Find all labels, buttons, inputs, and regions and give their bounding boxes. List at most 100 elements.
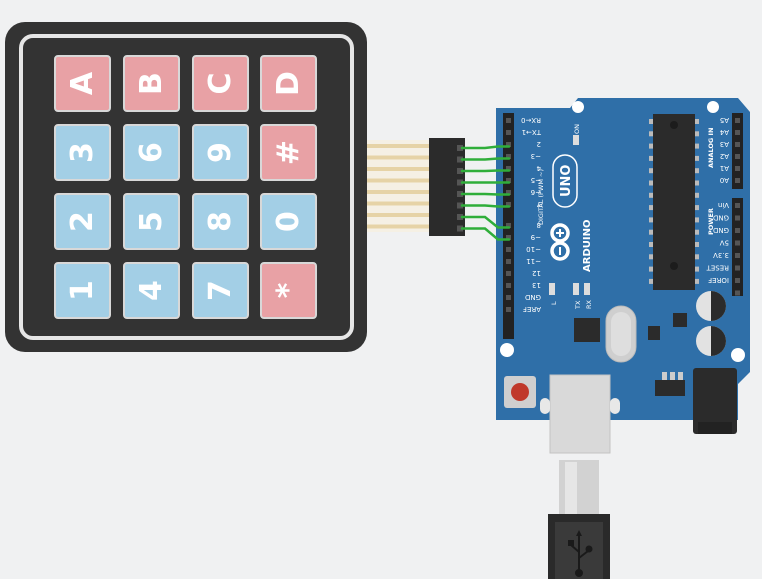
keypad-key-face [54,193,111,250]
digital-pin-label: ~6 [530,188,541,196]
header-pin[interactable] [735,154,740,159]
chip-pin [695,119,699,124]
keypad-key-label: C [203,72,238,94]
keypad-key-face [54,262,111,319]
header-pin[interactable] [735,253,740,258]
keypad-key-label: 5 [134,211,169,232]
header-pin[interactable] [506,295,511,300]
jumper-wire[interactable] [460,204,511,208]
header-pin[interactable] [506,283,511,288]
reset-button[interactable] [504,376,536,408]
keypad-key[interactable]: 0 [260,193,317,250]
keypad-key[interactable]: 2 [54,193,111,250]
analog-pin-label: A2 [720,152,729,160]
dc-power-jack [693,368,737,434]
header-pin[interactable] [735,166,740,171]
keypad-key-label: # [271,140,306,165]
keypad-key-label: 2 [65,211,100,232]
connector-pin [457,168,463,174]
connector-pin [457,225,463,232]
header-pin[interactable] [735,130,740,135]
header-pin[interactable] [735,215,740,221]
digital-pin-label: GND [525,293,541,301]
header-pin[interactable] [506,247,511,252]
header-pin[interactable] [735,278,740,283]
jumper-wire[interactable] [460,192,511,196]
keypad-key[interactable]: C [192,55,249,112]
keypad-key[interactable]: 6 [123,124,180,181]
power-pin-label: Vin [718,201,729,209]
keypad-key[interactable]: 3 [54,124,111,181]
usb-metal-highlight [565,462,577,514]
keypad-key[interactable]: * [260,262,317,319]
header-pin[interactable] [735,290,740,296]
keypad-key[interactable]: 8 [192,193,249,250]
jumper-wire[interactable] [460,215,511,229]
ribbon-body [367,140,429,232]
power-pin-label: RESET [706,264,729,272]
connector-pin [457,202,463,209]
header-pin[interactable] [506,307,511,312]
header-pin[interactable] [506,259,511,264]
power-pin-label: 5V [720,239,729,247]
keypad-key[interactable]: 7 [192,262,249,319]
jumper-wire[interactable] [460,227,511,241]
chip-pin [649,254,653,260]
header-pin[interactable] [506,154,511,159]
ribbon-trace [367,224,429,229]
keypad-key[interactable]: 9 [192,124,249,181]
rx-led-label: RX [585,299,593,309]
header-pin[interactable] [506,178,511,183]
atmega-chip [653,114,695,290]
keypad-key[interactable]: D [260,55,317,112]
keypad-key[interactable]: B [123,55,180,112]
header-pin[interactable] [506,118,511,123]
ribbon-trace [367,178,429,183]
header-pin[interactable] [735,142,740,147]
header-pin[interactable] [735,240,740,246]
header-pin[interactable] [735,203,740,208]
usb-symbol-icon [568,530,593,577]
header-pin[interactable] [506,190,511,195]
analog-header-pins [735,118,740,183]
chip-dot [670,262,678,270]
keypad-key[interactable]: # [260,124,317,181]
keypad-key[interactable]: A [54,55,111,112]
header-pin[interactable] [506,235,511,240]
header-pin[interactable] [506,130,511,135]
keypad-key-face [260,124,317,181]
connector-housing [429,138,465,236]
jumper-wires[interactable] [460,145,511,241]
keypad-key[interactable]: 5 [123,193,180,250]
digital-pin-label: TX→1 [522,128,542,136]
header-pin[interactable] [735,118,740,123]
keypad-key[interactable]: 1 [54,262,111,319]
header-pin[interactable] [735,228,740,233]
keypad-key-face [123,193,180,250]
header-pin[interactable] [506,166,511,171]
keypad-key[interactable]: 4 [123,262,180,319]
ribbon-trace [367,213,429,217]
header-pin[interactable] [506,223,511,228]
header-pin[interactable] [735,178,740,183]
header-pin[interactable] [506,142,511,147]
connector-pins [457,145,463,232]
header-pin[interactable] [506,202,511,207]
jumper-wire[interactable] [460,145,511,150]
header-pin[interactable] [735,265,740,271]
keypad-key-face [54,124,111,181]
usb-port-tab [610,398,620,414]
jumper-wire[interactable] [460,157,511,161]
atmega-chip-pins [649,119,699,284]
header-pin[interactable] [506,271,511,276]
chip-pin [695,180,699,186]
chip-pin [649,119,653,124]
arduino-brand-text: ARDUINO [582,220,593,272]
digital-pin-label: AREF [523,305,541,313]
jumper-wire[interactable] [460,169,511,173]
chip-pin [649,180,653,186]
